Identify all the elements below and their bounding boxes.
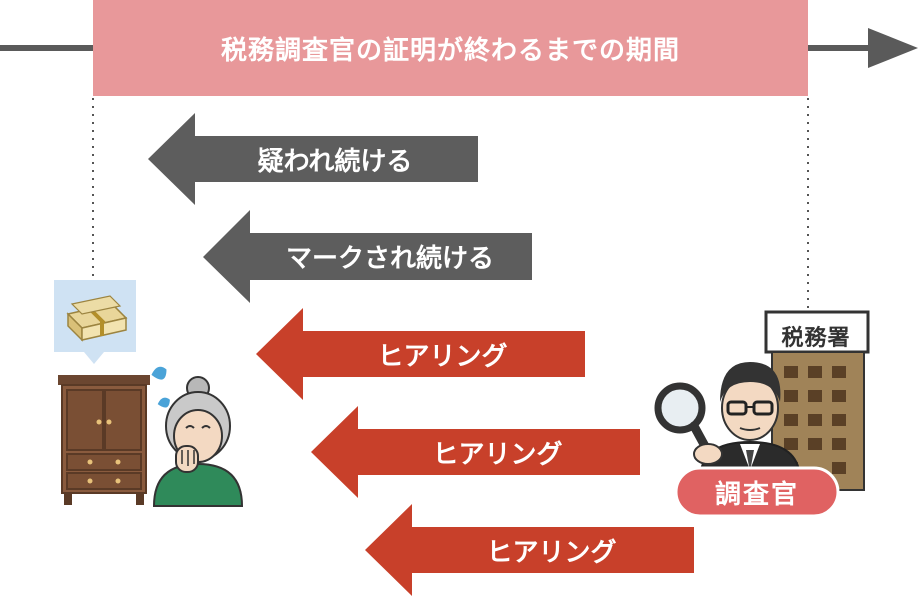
arrow-hearing-3: [365, 504, 694, 596]
sweat-drops-icon: [151, 366, 170, 408]
tax-office-sign: 税務署: [781, 326, 851, 351]
money-bundle-icon: [54, 280, 136, 364]
investigator-illustration: [654, 310, 870, 518]
period-banner: [93, 0, 808, 96]
arrow-marked: [203, 210, 532, 303]
arrow-label-hearing-1: ヒアリング: [377, 341, 508, 372]
arrow-label-marked: マークされ続ける: [285, 244, 494, 274]
period-label: 税務調査官の証明が終わるまでの期間: [220, 35, 680, 66]
arrow-label-hearing-2: ヒアリング: [432, 439, 563, 470]
magnifier-icon: [654, 382, 723, 465]
elderly-woman-icon: [152, 376, 244, 507]
tax-office-building-icon: [764, 310, 870, 491]
taxpayer-illustration: [54, 280, 244, 507]
arrow-label-suspected: 疑われ続ける: [257, 146, 413, 177]
investigator-badge: [674, 466, 840, 518]
investigator-label: 調査官: [714, 479, 799, 510]
arrow-hearing-1: [256, 308, 585, 400]
wardrobe-icon: [58, 375, 150, 505]
arrow-hearing-2: [311, 406, 640, 498]
arrow-suspected: [148, 113, 478, 205]
arrow-label-hearing-3: ヒアリング: [486, 537, 617, 568]
